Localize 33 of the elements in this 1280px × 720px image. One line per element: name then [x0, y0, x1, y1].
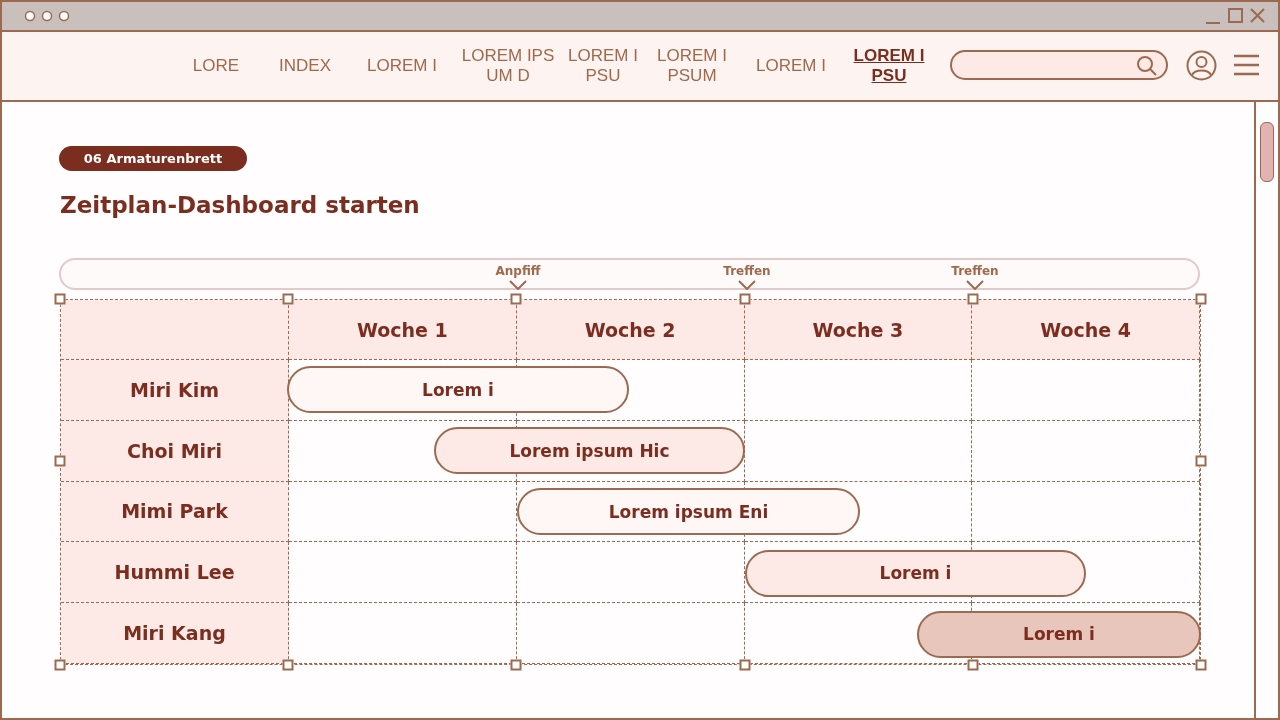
- person-name: Miri Kim: [130, 378, 219, 401]
- week-header: Woche 2: [584, 318, 676, 341]
- milestone-label: Treffen: [723, 264, 771, 278]
- person-name: Choi Miri: [127, 439, 222, 462]
- week-header: Woche 4: [1040, 318, 1132, 341]
- nav-link: LOREM I PSU: [567, 46, 639, 86]
- task-bar: [517, 488, 860, 536]
- task-bar: [917, 610, 1201, 658]
- task-label: Lorem i: [879, 563, 952, 584]
- task-label: Lorem ipsum Eni: [608, 501, 769, 522]
- task-label: Lorem i: [422, 379, 494, 400]
- week-header: Woche 3: [812, 318, 904, 341]
- section-badge: 06 Armaturenbrett: [59, 146, 247, 171]
- milestone-label: Treffen: [951, 264, 999, 278]
- person-name: Mimi Park: [121, 500, 228, 523]
- nav-link: LOREM I: [366, 56, 438, 76]
- nav-link: LOREM IPS UM D: [460, 46, 556, 86]
- person-name: Hummi Lee: [114, 561, 235, 584]
- task-bar: [745, 549, 1086, 597]
- nav-link: LOREM I PSUM: [656, 46, 728, 86]
- nav-link: LOREM I: [755, 56, 827, 76]
- page-title: Zeitplan-Dashboard starten: [60, 192, 420, 218]
- task-bar: [287, 366, 629, 413]
- milestone-strip: [59, 258, 1200, 290]
- task-label: Lorem ipsum Hic: [509, 440, 670, 461]
- task-bar: [434, 427, 745, 475]
- nav-link: LOREM I PSU: [852, 46, 926, 86]
- nav-link: LORE: [191, 56, 241, 76]
- nav-link: INDEX: [278, 56, 332, 76]
- milestone-label: Anpfiff: [495, 264, 541, 278]
- person-name: Miri Kang: [123, 622, 226, 645]
- week-header: Woche 1: [356, 318, 448, 341]
- task-label: Lorem i: [1023, 624, 1095, 645]
